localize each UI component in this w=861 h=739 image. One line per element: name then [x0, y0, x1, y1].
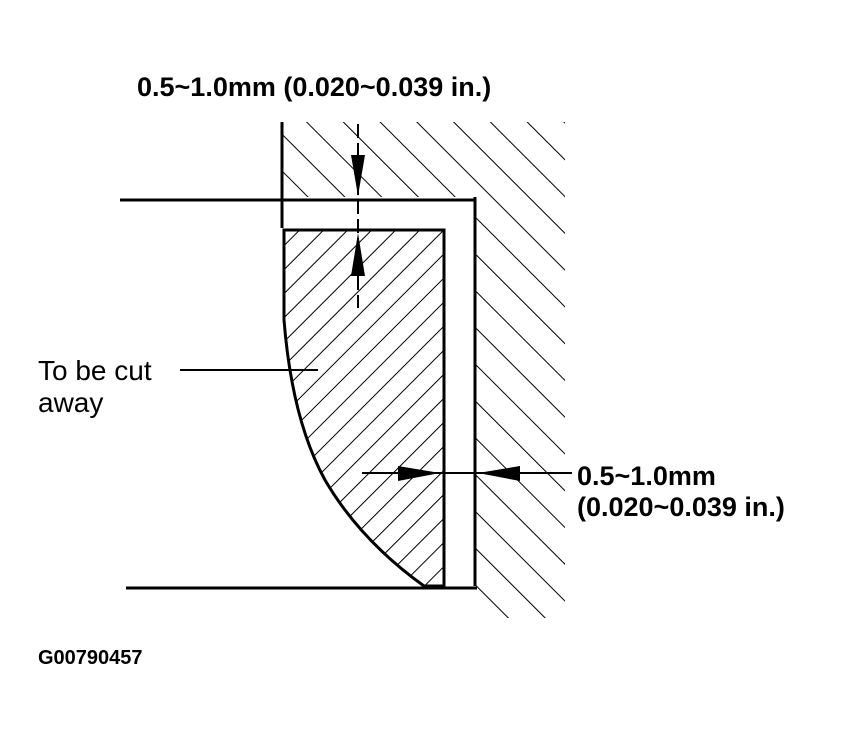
cut-away-line1: To be cut [38, 355, 152, 386]
top-dimension-label: 0.5~1.0mm (0.020~0.039 in.) [137, 72, 492, 102]
right-dimension-arrow-left [478, 466, 520, 481]
right-dimension-line1: 0.5~1.0mm [577, 461, 716, 491]
top-dimension-arrow-down [351, 155, 365, 196]
cut-away-line2: away [38, 387, 104, 419]
cut-away-label: To be cut away [38, 355, 152, 419]
right-dimension-arrow-right [398, 466, 440, 481]
right-dimension-label: 0.5~1.0mm (0.020~0.039 in.) [577, 461, 785, 523]
top-dimension-arrow-up [351, 233, 365, 276]
cut-away-section [282, 228, 446, 588]
housing-section [282, 122, 565, 618]
right-dimension-line2: (0.020~0.039 in.) [577, 492, 785, 523]
figure-id-label: G00790457 [38, 647, 143, 669]
